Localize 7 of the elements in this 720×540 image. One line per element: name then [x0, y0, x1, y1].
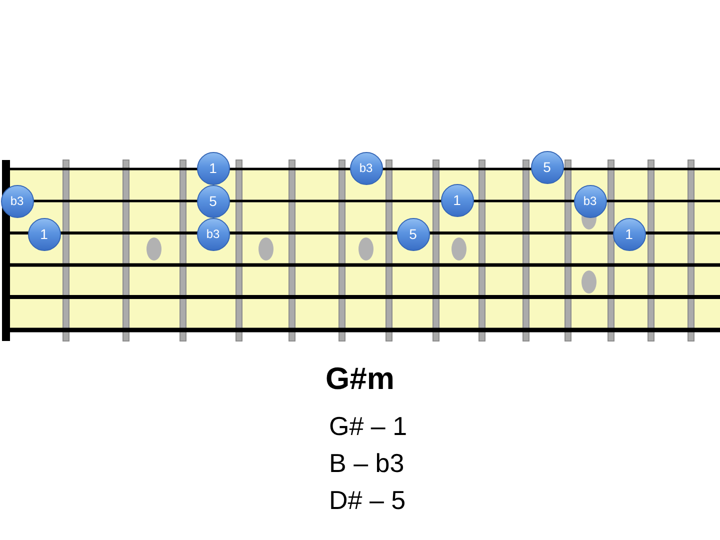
interval-marker: 5: [530, 150, 564, 184]
chord-title: G#m: [326, 361, 394, 397]
note-interval-label: B – b3: [329, 448, 404, 478]
interval-marker: b3: [350, 152, 382, 184]
note-interval-label: G# – 1: [329, 411, 408, 441]
interval-marker: 1: [196, 152, 230, 184]
note-interval-label: D# – 5: [329, 485, 406, 515]
